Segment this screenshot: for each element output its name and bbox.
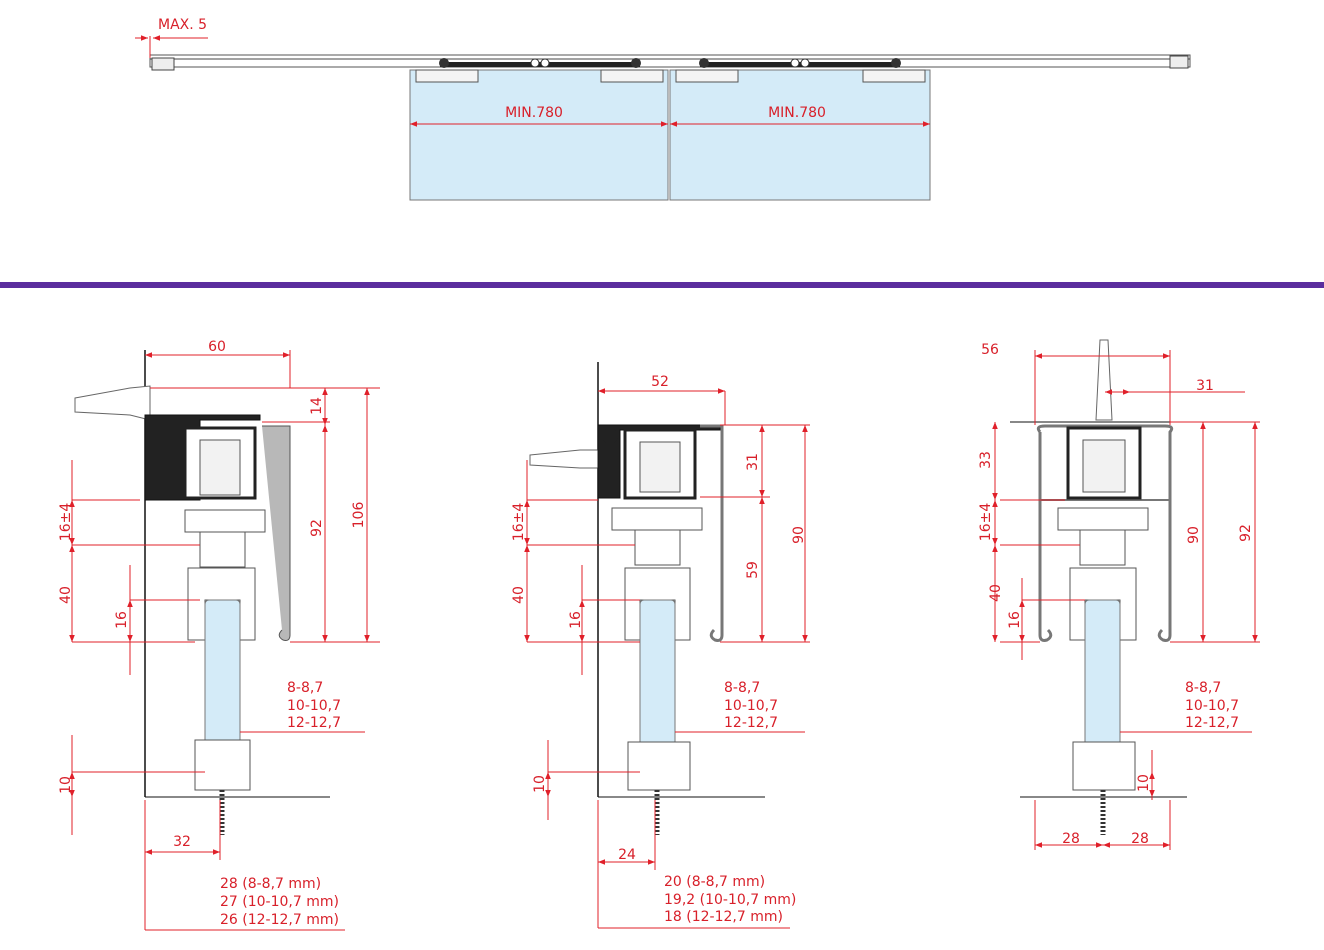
dimension-lines [69,350,1260,931]
wall-distance: 28 (8-8,7 mm) [220,876,321,892]
dim-total-height: 92 [1238,524,1254,542]
dim-guide-offset: 32 [173,834,191,850]
wall-distance: 20 (8-8,7 mm) [664,874,765,890]
dim-guide-left: 28 [1062,831,1080,847]
glass-clamp [624,567,691,641]
dim-upper: 31 [745,453,761,471]
rail [149,54,1191,68]
glass-panel-right [669,69,931,201]
wall-distance: 27 (10-10,7 mm) [220,894,339,910]
glass-thickness: 8-8,7 [287,680,323,696]
glass-thickness: 10-10,7 [1185,698,1239,714]
dim-adjust: 16±4 [511,503,527,542]
dim-upper: 33 [978,451,994,469]
dim-profile-height: 92 [309,519,325,537]
section-compact-wall-mount [529,362,765,835]
dim-floor-gap: 10 [1136,774,1152,792]
cover-profile [262,425,291,641]
mount-profile [144,414,261,501]
wall-distance: 18 (12-12,7 mm) [664,909,783,925]
dim-adjust: 16±4 [978,503,994,542]
dim-adjust: 16±4 [58,503,74,542]
ceiling-anchor [1095,339,1113,421]
dim-floor-gap: 10 [58,776,74,794]
wall-anchor [74,385,151,421]
dim-roller: 40 [511,586,527,604]
glass-clamp [1069,567,1137,641]
cover-profile [1036,424,1174,642]
glass-thickness: 10-10,7 [287,698,341,714]
carriage-left [440,62,640,67]
dim-half-width: 31 [1196,378,1214,394]
dim-guide-offset: 24 [618,847,636,863]
glass-panel-left [409,69,669,201]
wall-distance: 26 (12-12,7 mm) [220,912,339,928]
glass-thickness: 8-8,7 [1185,680,1221,696]
section-divider [0,282,1324,288]
carriage-right [700,62,900,67]
dim-glass-insert: 16 [568,611,584,629]
dim-glass-insert: 16 [1007,611,1023,629]
dim-top-gap: 14 [309,397,325,415]
dim-profile-height: 90 [1186,526,1202,544]
dim-profile-height: 90 [791,526,807,544]
glass-thickness: 12-12,7 [1185,715,1239,731]
glass-thickness: 12-12,7 [724,715,778,731]
panel-right-min-width: MIN.780 [768,105,826,121]
top-view: MIN.780 MIN.780 MAX. 5 [135,17,1191,201]
floor-guide [194,739,251,791]
end-stop [151,57,175,71]
dim-lower: 59 [745,561,761,579]
wall-distance: 19,2 (10-10,7 mm) [664,892,796,908]
glass-thickness: 12-12,7 [287,715,341,731]
panel-left-min-width: MIN.780 [505,105,563,121]
floor-guide [1072,741,1136,791]
wall-anchor [529,449,601,469]
dim-glass-insert: 16 [114,611,130,629]
dim-roller: 40 [58,586,74,604]
glass-thickness: 8-8,7 [724,680,760,696]
dim-width: 56 [981,342,999,358]
floor-guide [627,741,691,791]
section-ceiling-mount [1010,339,1220,835]
section-wall-mount [74,350,330,835]
dim-roller: 40 [988,584,1004,602]
glass-thickness: 10-10,7 [724,698,778,714]
dim-width: 60 [208,339,226,355]
cover-profile [700,424,724,642]
dim-width: 52 [651,374,669,390]
max-gap-label: MAX. 5 [158,17,207,33]
end-stop [1169,55,1189,69]
dim-floor-gap: 10 [532,775,548,793]
dim-total-height: 106 [351,502,367,529]
dim-guide-right: 28 [1131,831,1149,847]
